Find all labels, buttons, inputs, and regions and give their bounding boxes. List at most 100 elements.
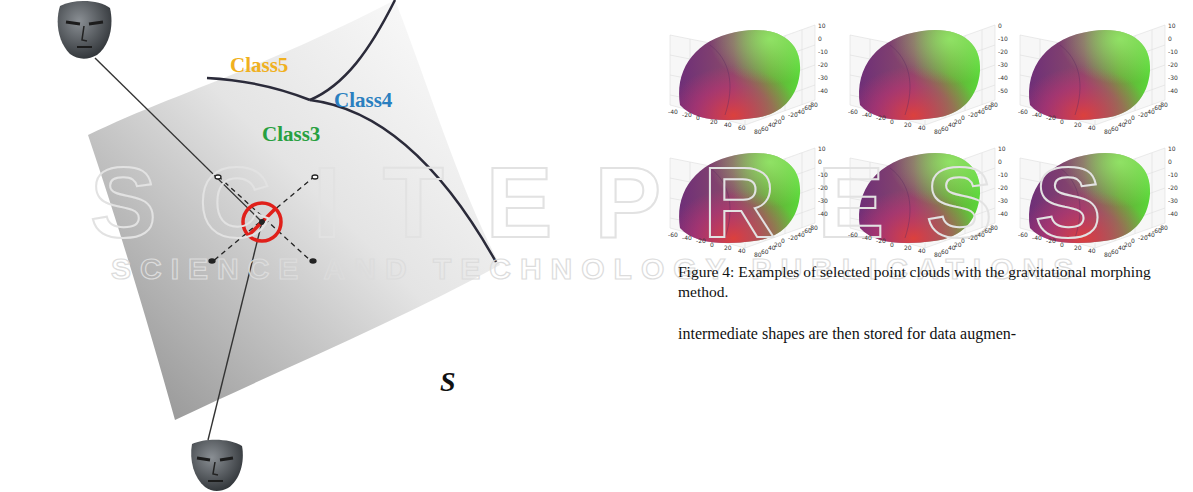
axis-tick: 0 <box>818 36 822 42</box>
axis-tick: -20 <box>998 49 1008 55</box>
axis-tick: -60 <box>848 109 858 115</box>
axis-tick: 10 <box>818 146 826 152</box>
axis-tick: 80 <box>1104 252 1112 258</box>
axis-tick: -40 <box>668 109 678 115</box>
axis-tick: 0 <box>781 115 785 121</box>
axis-tick: -80 <box>808 102 818 108</box>
axis-tick: 0 <box>710 242 714 248</box>
axis-tick: -20 <box>696 238 706 244</box>
watermark: SCITEPRESS <box>90 152 1144 252</box>
axis-tick: 0 <box>1060 242 1064 248</box>
axis-tick: 20 <box>954 242 962 248</box>
axis-tick: 0 <box>1168 159 1172 165</box>
axis-tick: -10 <box>1168 172 1178 178</box>
axis-tick: -20 <box>818 185 828 191</box>
axis-tick: -20 <box>998 185 1008 191</box>
axis-tick: -10 <box>818 172 828 178</box>
axis-tick: 0 <box>818 159 822 165</box>
manifold-symbol: S <box>440 368 456 396</box>
axis-tick: 10 <box>1168 146 1176 152</box>
axis-tick: -10 <box>998 36 1008 42</box>
axis-tick: 40 <box>724 122 732 128</box>
axis-tick: -30 <box>818 198 828 204</box>
axis-tick: 0 <box>998 159 1002 165</box>
axis-tick: -40 <box>998 75 1008 81</box>
axis-tick: -10 <box>998 172 1008 178</box>
axis-tick: -30 <box>998 62 1008 68</box>
axis-tick: -60 <box>848 232 858 238</box>
class-label: Class5 <box>230 55 288 76</box>
axis-tick: 0 <box>961 115 965 121</box>
axis-tick: -20 <box>1168 185 1178 191</box>
body-text: intermediate shapes are then stored for … <box>678 326 1016 342</box>
axis-tick: -30 <box>1168 198 1178 204</box>
axis-tick: 20 <box>724 245 732 251</box>
axis-tick: 0 <box>890 119 894 125</box>
axis-tick: 0 <box>1131 115 1135 121</box>
axis-tick: 40 <box>918 125 926 131</box>
axis-tick: -80 <box>808 225 818 231</box>
axis-tick: -80 <box>988 102 998 108</box>
axis-tick: -40 <box>818 211 828 217</box>
axis-tick: -60 <box>1018 109 1028 115</box>
axis-tick: 40 <box>1088 125 1096 131</box>
axis-tick: 20 <box>904 122 912 128</box>
axis-tick: -40 <box>862 112 872 118</box>
axis-tick: 80 <box>754 129 762 135</box>
axis-tick: -10 <box>818 49 828 55</box>
axis-tick: 60 <box>1111 126 1119 132</box>
axis-tick: 20 <box>1074 122 1082 128</box>
axis-tick: -20 <box>876 238 886 244</box>
axis-tick: 60 <box>941 126 949 132</box>
axis-tick: 0 <box>998 23 1002 29</box>
axis-tick: 0 <box>781 238 785 244</box>
axis-tick: 0 <box>890 242 894 248</box>
axis-tick: -60 <box>668 232 678 238</box>
class-label: Class4 <box>334 90 392 111</box>
axis-tick: 60 <box>941 249 949 255</box>
axis-tick: 20 <box>1124 242 1132 248</box>
axis-tick: -50 <box>998 88 1008 94</box>
axis-tick: 10 <box>998 146 1006 152</box>
axis-tick: -30 <box>998 198 1008 204</box>
axis-tick: -60 <box>1018 232 1028 238</box>
axis-tick: 10 <box>1168 23 1176 29</box>
axis-tick: 80 <box>754 252 762 258</box>
axis-tick: -80 <box>1158 225 1168 231</box>
axis-tick: -20 <box>1046 238 1056 244</box>
axis-tick: -40 <box>862 235 872 241</box>
axis-tick: -40 <box>1032 112 1042 118</box>
axis-tick: 10 <box>818 23 826 29</box>
axis-tick: 20 <box>710 119 718 125</box>
axis-tick: -10 <box>1168 49 1178 55</box>
axis-tick: -20 <box>818 62 828 68</box>
axis-tick: -80 <box>1158 102 1168 108</box>
axis-tick: 0 <box>1168 36 1172 42</box>
axis-tick: 40 <box>1088 248 1096 254</box>
axis-tick: -20 <box>1168 62 1178 68</box>
axis-tick: -80 <box>988 225 998 231</box>
axis-tick: 20 <box>904 245 912 251</box>
axis-tick: 0 <box>1131 238 1135 244</box>
axis-tick: 0 <box>696 115 700 121</box>
axis-tick: -20 <box>876 115 886 121</box>
axis-tick: 20 <box>1124 119 1132 125</box>
figure-caption: Figure 4: Examples of selected point clo… <box>678 262 1183 302</box>
class-label: Class3 <box>262 124 320 145</box>
axis-tick: 80 <box>934 252 942 258</box>
axis-tick: 80 <box>934 129 942 135</box>
axis-tick: -20 <box>1046 115 1056 121</box>
axis-tick: 0 <box>961 238 965 244</box>
axis-tick: 40 <box>918 248 926 254</box>
axis-tick: -40 <box>998 211 1008 217</box>
axis-tick: -40 <box>1168 211 1178 217</box>
axis-tick: 20 <box>774 119 782 125</box>
axis-tick: 40 <box>738 248 746 254</box>
axis-tick: 0 <box>1060 119 1064 125</box>
axis-tick: -20 <box>682 112 692 118</box>
axis-tick: -40 <box>818 88 828 94</box>
axis-tick: 60 <box>1111 249 1119 255</box>
axis-tick: -40 <box>682 235 692 241</box>
axis-tick: -30 <box>818 75 828 81</box>
axis-tick: 60 <box>761 126 769 132</box>
